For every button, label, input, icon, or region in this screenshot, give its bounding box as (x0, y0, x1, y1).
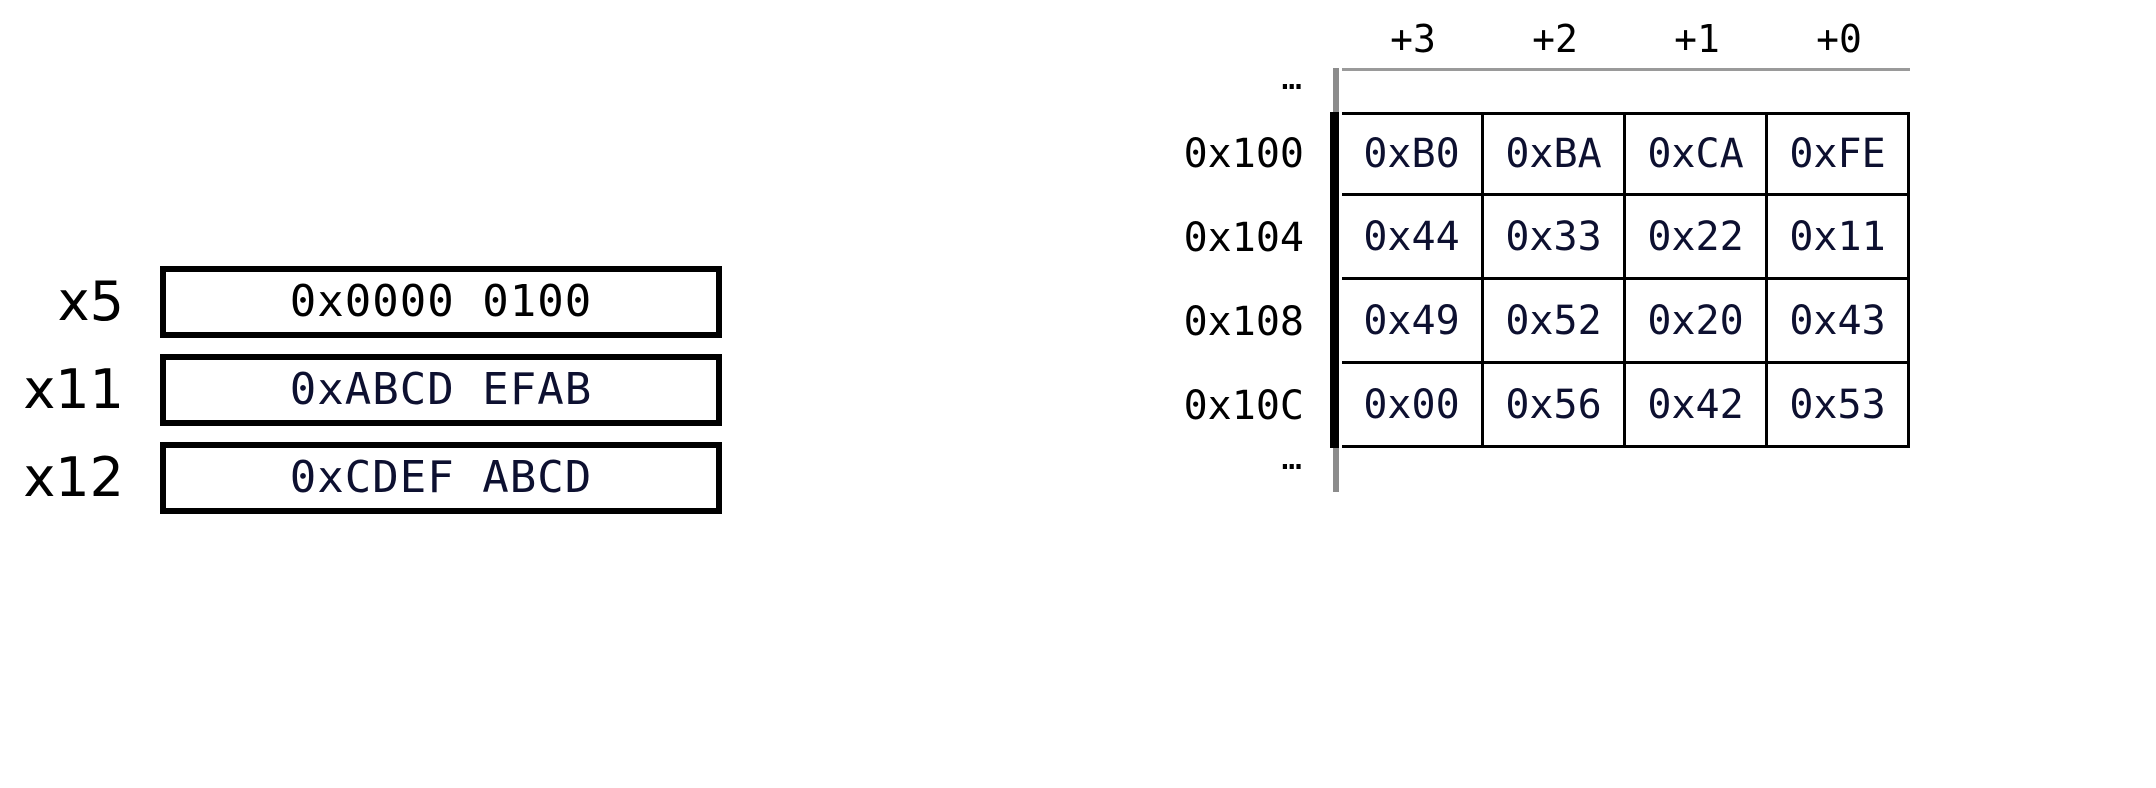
memory-cell: 0x49 (1342, 280, 1484, 364)
memory-filler-cell (1768, 68, 1910, 112)
memory-rail-row (1330, 112, 1342, 196)
memory-filler-cell (1626, 68, 1768, 112)
memory-rail-bottom (1330, 448, 1342, 492)
memory-cell: 0x22 (1626, 196, 1768, 280)
memory-cell: 0x20 (1626, 280, 1768, 364)
memory-cell: 0x44 (1342, 196, 1484, 280)
memory-cell: 0x42 (1626, 364, 1768, 448)
memory-column-header-plus3: +3 (1390, 17, 1436, 61)
memory-cell: 0x11 (1768, 196, 1910, 280)
memory-filler-cell (1342, 68, 1484, 112)
memory-filler-cell (1626, 448, 1768, 492)
memory-rail-black-segment (1330, 112, 1339, 196)
memory-rail-black-segment (1330, 196, 1339, 280)
memory-cell: 0xBA (1484, 112, 1626, 196)
memory-rail-black-segment (1330, 280, 1339, 364)
memory-column-header-plus2: +2 (1532, 17, 1578, 61)
memory-address-label-0x108: 0x108 (1183, 299, 1304, 345)
memory-column-header-plus1: +1 (1674, 17, 1720, 61)
memory-ellipsis-bottom: … (1281, 438, 1304, 478)
register-row: x5 0x0000 0100 (0, 258, 790, 346)
memory-cell: 0x52 (1484, 280, 1626, 364)
memory-table: +3 +2 +1 +0 … 0x100 0xB0 0xBA 0xCA 0xFE … (1130, 10, 1910, 492)
memory-cell: 0x56 (1484, 364, 1626, 448)
memory-cell: 0x00 (1342, 364, 1484, 448)
memory-filler-cell (1484, 68, 1626, 112)
memory-cell: 0xFE (1768, 112, 1910, 196)
register-box-x5: 0x0000 0100 (160, 266, 722, 338)
register-box-x11: 0xABCD EFAB (160, 354, 722, 426)
register-value-x5: 0x0000 0100 (289, 276, 593, 327)
memory-column-header-plus0: +0 (1816, 17, 1862, 61)
memory-filler-cell (1342, 448, 1484, 492)
memory-ellipsis-top: … (1281, 58, 1304, 98)
memory-address-label-0x100: 0x100 (1183, 131, 1304, 177)
register-file: x5 0x0000 0100 x11 0xABCD EFAB x12 0xCDE… (0, 258, 790, 522)
memory-rail-gray-segment (1333, 448, 1339, 492)
register-name-x11: x11 (23, 358, 124, 421)
register-name-x12: x12 (23, 446, 124, 509)
memory-rail-top (1330, 68, 1342, 112)
memory-cell: 0x43 (1768, 280, 1910, 364)
memory-cell: 0xCA (1626, 112, 1768, 196)
register-row: x12 0xCDEF ABCD (0, 434, 790, 522)
memory-cell: 0x33 (1484, 196, 1626, 280)
memory-cell: 0xB0 (1342, 112, 1484, 196)
memory-grid: +3 +2 +1 +0 … 0x100 0xB0 0xBA 0xCA 0xFE … (1130, 10, 1910, 492)
memory-filler-cell (1484, 448, 1626, 492)
register-value-x11: 0xABCD EFAB (289, 364, 593, 415)
register-value-x12: 0xCDEF ABCD (289, 452, 593, 503)
memory-filler-cell (1768, 448, 1910, 492)
memory-rail-gray-segment (1333, 68, 1339, 112)
register-row: x11 0xABCD EFAB (0, 346, 790, 434)
memory-rail-black-segment (1330, 364, 1339, 448)
register-name-x5: x5 (57, 270, 124, 333)
memory-header-rail-spacer (1330, 10, 1342, 68)
memory-address-label-0x10C: 0x10C (1183, 383, 1304, 429)
memory-rail-row (1330, 364, 1342, 448)
memory-address-label-0x104: 0x104 (1183, 215, 1304, 261)
memory-rail-row (1330, 196, 1342, 280)
register-box-x12: 0xCDEF ABCD (160, 442, 722, 514)
memory-cell: 0x53 (1768, 364, 1910, 448)
memory-rail-row (1330, 280, 1342, 364)
